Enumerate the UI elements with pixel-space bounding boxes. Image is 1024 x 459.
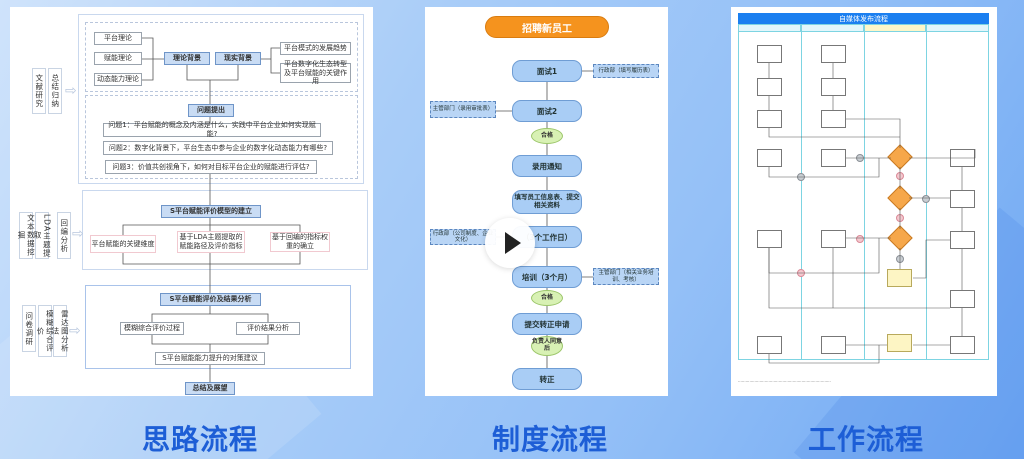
model-item-box: 基于LDA主题提取的赋能路径及评价指标: [177, 231, 245, 253]
lane-divider: [926, 24, 927, 360]
label-regression: 回编分析: [57, 212, 71, 259]
lane-header: [864, 24, 926, 32]
process-node: [757, 336, 782, 354]
process-node: [950, 336, 975, 354]
flow-title: 招聘新员工: [485, 16, 609, 38]
model-frame: [82, 190, 368, 270]
process-node: [821, 149, 846, 167]
flow-step: 提交转正申请: [512, 313, 582, 335]
theory-box: 平台理论: [94, 32, 142, 45]
process-node: [757, 230, 782, 248]
connector-dot: [797, 173, 805, 181]
label-literature: 文献研究: [32, 68, 46, 114]
process-node: [821, 110, 846, 128]
lane-header: [738, 24, 801, 32]
connector-dot: [896, 214, 904, 222]
reality-background-box: 现实背景: [215, 52, 261, 65]
flow-check: 合格: [531, 128, 563, 144]
theory-box: 赋能理论: [94, 52, 142, 65]
question-box: 问题1：平台赋能的概念及内涵是什么，实践中平台企业如何实现赋能?: [103, 121, 321, 138]
conclusion-box: 总结及展望: [185, 382, 235, 395]
model-item-box: 基于回编的指标权重的确立: [270, 232, 330, 252]
flow-step: 转正: [512, 368, 582, 390]
process-node: [950, 149, 975, 167]
model-title-box: S平台赋能评价模型的建立: [161, 205, 261, 218]
process-node: [821, 336, 846, 354]
label-text-mining: 文本数据挖掘: [17, 212, 35, 259]
process-node: [950, 190, 975, 208]
process-node: [821, 45, 846, 63]
process-node: [821, 230, 846, 248]
process-node: [821, 78, 846, 96]
flow-step: 填写员工信息表、提交相关资料: [512, 190, 582, 214]
connector-dot: [896, 172, 904, 180]
question-box: 问题3：价值共创视角下，如何对目标平台企业的赋能进行评估?: [105, 160, 317, 174]
flow-check: 负责人同意后: [531, 336, 563, 356]
model-item-box: 平台赋能的关键维度: [90, 235, 156, 253]
flow-step: 录用通知: [512, 155, 582, 177]
hollow-arrow-icon: ⇨: [65, 83, 77, 99]
flow-note: 主管部门（相关业务培训、考核）: [593, 268, 659, 285]
flow-step: 面试2: [512, 100, 582, 122]
hollow-arrow-icon: ⇨: [69, 323, 81, 339]
label-summary: 总结归纳: [48, 68, 62, 114]
thinking-flow-panel[interactable]: 文献研究 总结归纳 ⇨ 文本数据挖掘 LDA主题提取 回编分析 ⇨ 问卷调研 模…: [10, 7, 373, 396]
connector-dot: [797, 269, 805, 277]
label-lda: LDA主题提取: [33, 212, 52, 259]
caption-system-flow: 制度流程: [491, 423, 608, 456]
caption-thinking-flow: 思路流程: [141, 423, 258, 456]
analysis-item-box: 评价结果分析: [236, 322, 300, 335]
reality-box: 平台模式的发展趋势: [280, 42, 351, 55]
lane-header: [801, 24, 864, 32]
suggestion-box: S平台赋能能力提升的对策建议: [155, 352, 265, 365]
label-fuzzy: 模糊综合评价: [36, 305, 54, 357]
label-radar: 雷达图分析法: [51, 305, 69, 357]
flow-note: 行政部（填写履历表）: [593, 64, 659, 78]
video-play-button[interactable]: [485, 218, 535, 268]
process-node: [757, 78, 782, 96]
caption-work-flow: 工作流程: [807, 423, 924, 456]
flow-step: 培训（3个月）: [512, 266, 582, 288]
work-flow-panel[interactable]: 自媒体发布流程 ·: [731, 7, 997, 396]
lane-header: [926, 24, 989, 32]
question-box: 问题2：数字化背景下，平台生态中参与企业的数字化动态能力有哪些?: [103, 141, 333, 155]
flow-note: 行政部（公司制度、企业文化）: [430, 229, 496, 245]
swimlane-title: 自媒体发布流程: [738, 13, 989, 24]
process-node: [887, 334, 912, 352]
play-icon: [504, 232, 521, 254]
problem-title-box: 问题提出: [188, 104, 234, 117]
process-node: [887, 269, 912, 287]
label-survey: 问卷调研: [22, 305, 36, 352]
hollow-arrow-icon: ⇨: [72, 226, 84, 242]
process-node: [757, 110, 782, 128]
section-frame: [78, 14, 364, 184]
connector-dot: [856, 154, 864, 162]
process-node: [950, 290, 975, 308]
process-node: [757, 45, 782, 63]
lane-divider: [801, 24, 802, 360]
lane-divider: [864, 24, 865, 360]
process-node: [757, 149, 782, 167]
connector-dot: [922, 195, 930, 203]
flow-note: 主管部门（录用审批表）: [430, 101, 496, 118]
theory-box: 动态能力理论: [94, 73, 142, 86]
process-node: [950, 231, 975, 249]
flow-check: 合格: [531, 290, 563, 306]
swimlane-footer: ········································…: [738, 379, 831, 384]
theory-background-box: 理论背景: [164, 52, 210, 65]
reality-box: 平台数字化生态转型及平台赋能的关键作用: [280, 60, 351, 85]
connector-dot: [856, 235, 864, 243]
flow-step: 面试1: [512, 60, 582, 82]
analysis-title-box: S平台赋能评价及结果分析: [160, 293, 261, 306]
analysis-item-box: 模糊综合评价过程: [120, 322, 184, 335]
connector-dot: [896, 255, 904, 263]
system-flow-panel[interactable]: 招聘新员工 面试1 面试2 合格 录用通知 填写员工信息表、提交相关资料 （3个…: [425, 7, 668, 396]
